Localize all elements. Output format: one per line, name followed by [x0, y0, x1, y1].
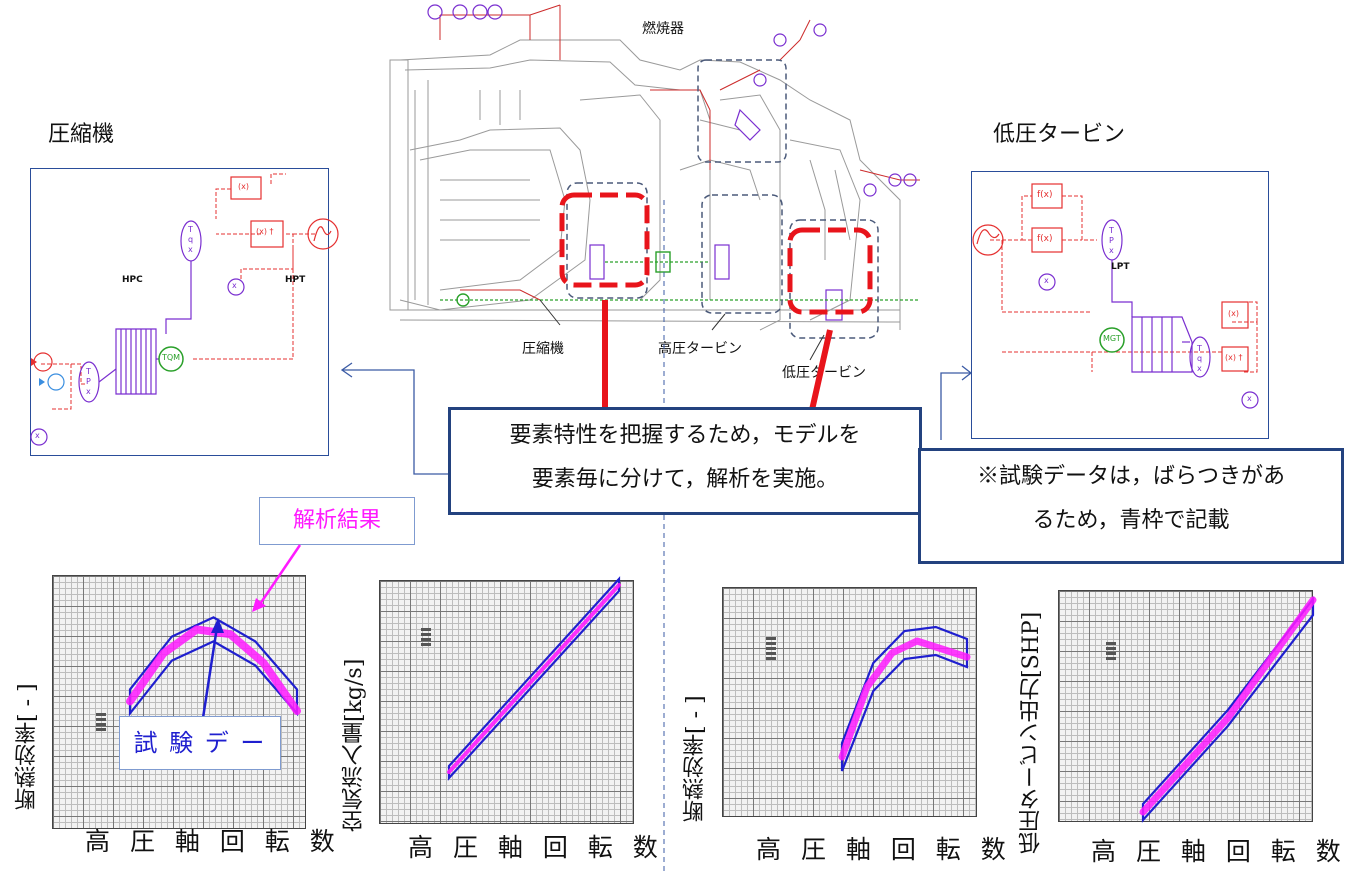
- hpt-label: HPT: [285, 275, 306, 285]
- chart-3-plot: [766, 625, 971, 772]
- analysis-result-label: 解析結果: [259, 497, 415, 545]
- lpt-label: LPT: [1111, 262, 1130, 272]
- test-data-arrow-head: [211, 618, 224, 633]
- main-callout-line2: 要素毎に分けて，解析を実施。: [531, 467, 839, 492]
- chart-2-analysis-line: [447, 583, 621, 774]
- chart-3-ylabel: 断熱効率[ - ]: [683, 695, 708, 822]
- left-arrow-line: [343, 369, 450, 475]
- hpc-label: HPC: [122, 275, 143, 285]
- mgt-label: MGT: [1103, 334, 1121, 343]
- compressor-schematic: [30, 173, 339, 446]
- x-node-2: x: [35, 431, 40, 440]
- compressor-title: 圧縮機: [48, 122, 115, 147]
- combustor-label: 燃焼器: [642, 21, 684, 37]
- chart-2-ylabel: 空気流入量[kg/s]: [342, 658, 367, 832]
- chart-1-ylabel: 断熱効率[ - ]: [15, 683, 40, 810]
- lp-turbine-connector: [809, 329, 833, 411]
- fx-block-r2: f(x): [1037, 234, 1053, 244]
- x-node-r1: x: [1044, 276, 1049, 285]
- right-arrow-line: [940, 372, 970, 440]
- chart-3-xlabel: 高 圧 軸 回 転 数: [756, 835, 1012, 864]
- main-callout: 要素特性を把握するため，モデルを 要素毎に分けて，解析を実施。: [448, 407, 922, 515]
- note-callout: ※試験データは，ばらつきがあ るため，青枠で記載: [918, 448, 1344, 564]
- test-data-label: 試 験 デ ー: [119, 716, 281, 770]
- analysis-arrow-head: [252, 598, 266, 612]
- engine-cutaway: 燃焼器 圧縮機 高圧タービン 低圧タービン: [380, 0, 940, 385]
- chart-3-test-band: [840, 625, 969, 772]
- chart-4-ylabel: 低圧タービン出力[SHP]: [1019, 611, 1044, 854]
- lp-turbine-title: 低圧タービン: [993, 122, 1126, 147]
- test-data-arrow: [201, 626, 219, 719]
- chart-4-test-band: [1141, 595, 1315, 823]
- x-node-1: x: [232, 281, 237, 290]
- left-arrow-head: [340, 362, 353, 378]
- chart-4-xlabel: 高 圧 軸 回 転 数: [1091, 837, 1347, 866]
- chart-1-xlabel: 高 圧 軸 回 転 数: [85, 827, 341, 856]
- lp-turbine-schematic: [972, 183, 1259, 409]
- chart-4-grid: [1058, 590, 1313, 822]
- chart-4-plot: [1106, 595, 1317, 823]
- tqm-label: TQM: [162, 353, 181, 362]
- chart-2-plot: [421, 576, 621, 781]
- fx-block-1: (x): [238, 182, 249, 191]
- x-node-r2: x: [1247, 394, 1252, 403]
- fx-block-r1: f(x): [1037, 190, 1053, 200]
- main-callout-line1: 要素特性を把握するため，モデルを: [509, 423, 861, 448]
- chart-2-xlabel: 高 圧 軸 回 転 数: [408, 833, 664, 862]
- note-callout-line1: ※試験データは，ばらつきがあ: [976, 464, 1285, 489]
- fx-block-r4: (x) †: [1225, 353, 1243, 362]
- chart-1-grid: [52, 575, 306, 829]
- fx-block-2: (x) †: [256, 227, 274, 236]
- chart-3-analysis-line: [838, 637, 971, 761]
- compressor-engine-label: 圧縮機: [522, 341, 564, 357]
- chart-3-grid: [722, 587, 977, 817]
- note-callout-line2: るため，青枠で記載: [1032, 508, 1230, 533]
- engine-cutaway-drawing: [389, 4, 920, 361]
- hp-turbine-label: 高圧タービン: [658, 341, 742, 357]
- chart-4-analysis-line: [1139, 596, 1317, 816]
- lp-turbine-engine-label: 低圧タービン: [782, 365, 866, 381]
- chart-2-test-band: [447, 576, 621, 781]
- fx-block-r3: (x): [1228, 309, 1239, 318]
- analysis-arrow: [256, 544, 302, 608]
